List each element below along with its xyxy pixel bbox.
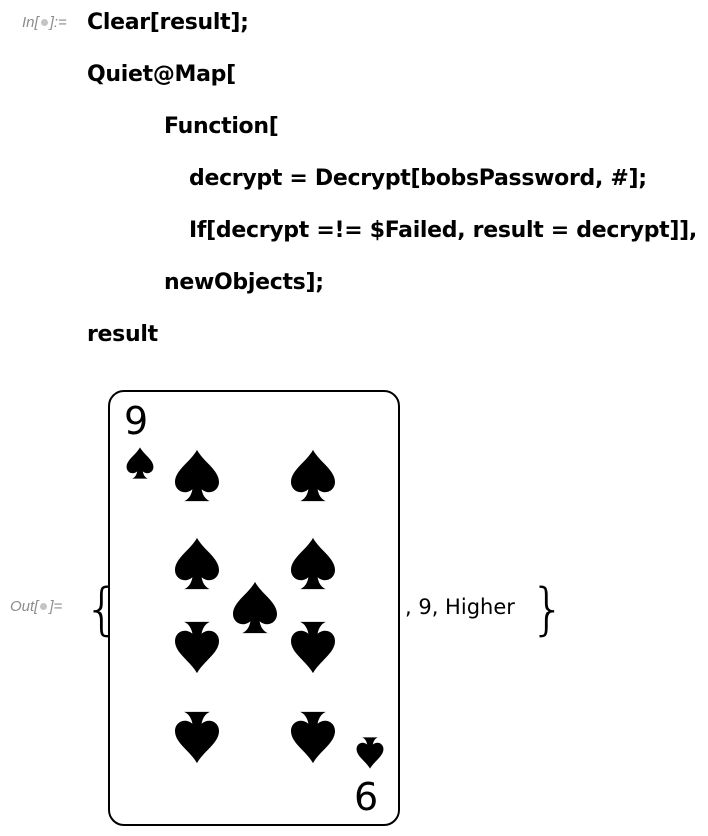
code-line-4[interactable]: decrypt = Decrypt[bobsPassword, #]; [189,166,647,191]
spade-icon [126,446,154,480]
cell-index-dot [40,19,48,26]
output-index-dot [40,603,48,610]
code-line-2[interactable]: Quiet@Map[ [87,62,236,87]
code-line-6[interactable]: newObjects]; [164,270,324,295]
input-label-prefix: In[ [22,14,39,31]
card-rank-top: 9 [124,399,149,443]
input-label-suffix: ]:= [49,14,67,31]
code-line-7[interactable]: result [87,322,158,347]
close-brace: } [530,577,566,642]
output-label-suffix: ]= [49,598,63,615]
spade-icon [290,620,336,675]
input-label: In[ ]:= [22,14,67,31]
spade-icon [232,580,278,635]
spade-icon [174,710,220,765]
code-line-5[interactable]: If[decrypt =!= $Failed, result = decrypt… [189,218,697,243]
output-trailing-text: , 9, Higher [405,595,515,619]
playing-card[interactable]: 9 6 [108,390,400,826]
output-label: Out[ ]= [10,598,62,615]
spade-icon [290,448,336,503]
code-line-1[interactable]: Clear[result]; [87,10,249,35]
spade-icon [174,536,220,591]
spade-icon [290,710,336,765]
spade-icon [356,736,384,770]
code-line-3[interactable]: Function[ [164,114,279,139]
card-rank-bottom: 6 [354,775,379,819]
spade-icon [174,448,220,503]
spade-icon [174,620,220,675]
output-label-prefix: Out[ [10,598,39,615]
spade-icon [290,536,336,591]
